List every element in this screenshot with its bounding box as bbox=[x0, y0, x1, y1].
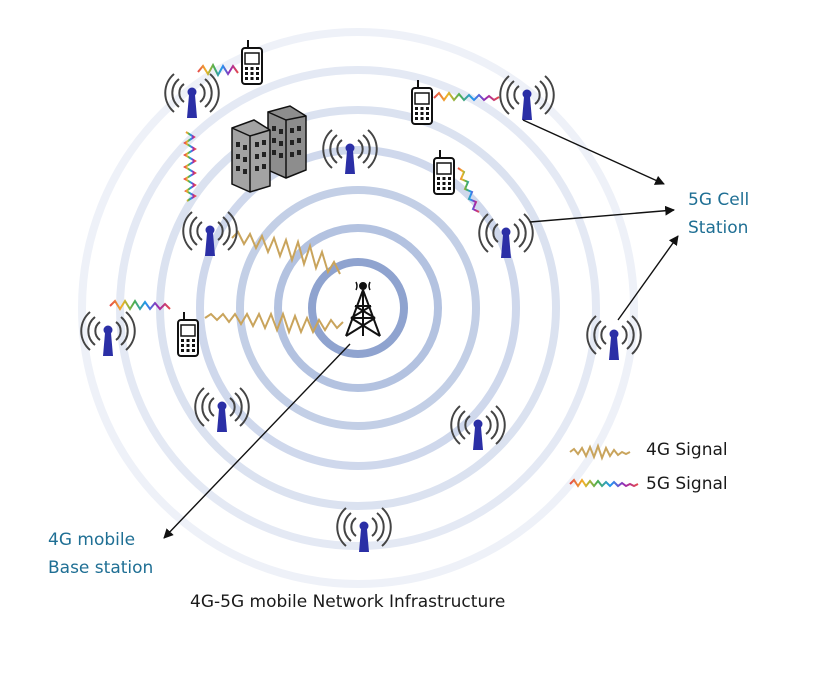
coverage-ring bbox=[308, 258, 408, 358]
4g-signal-wave bbox=[204, 311, 344, 335]
base-station-label: 4G mobile Base station bbox=[48, 526, 153, 582]
antenna-icon bbox=[322, 129, 378, 175]
base-station-label-line2: Base station bbox=[48, 558, 154, 578]
5g-signal-wave bbox=[433, 91, 500, 102]
legend-5g-swatch bbox=[569, 478, 639, 488]
pointer-arrows bbox=[163, 119, 679, 539]
5g-signal-wave bbox=[457, 167, 480, 213]
cell-station-label: 5G Cell Station bbox=[688, 186, 749, 242]
coverage-ring bbox=[196, 146, 520, 470]
mobile-phone-icon bbox=[433, 149, 455, 195]
4g-signal-waves bbox=[204, 230, 344, 335]
cell-tower-icon bbox=[345, 281, 381, 337]
legend-4g-swatch bbox=[569, 442, 631, 461]
antenna-icon bbox=[499, 75, 555, 121]
5g-signal-waves bbox=[109, 62, 500, 311]
coverage-ring bbox=[78, 28, 638, 588]
mobile-phone-icon bbox=[411, 79, 433, 125]
coverage-rings bbox=[78, 28, 638, 588]
antenna-icon bbox=[336, 507, 392, 553]
arrow-to-cell-station bbox=[529, 205, 675, 223]
base-station-label-line1: 4G mobile bbox=[48, 530, 136, 550]
coverage-ring bbox=[274, 224, 442, 392]
5g-signal-wave bbox=[183, 131, 197, 202]
arrow-to-base-station bbox=[163, 343, 351, 539]
5g-signal-wave bbox=[197, 62, 239, 78]
5g-signal-wave bbox=[109, 299, 171, 311]
arrow-to-cell-station bbox=[522, 119, 665, 185]
cell-station-label-line2: Station bbox=[688, 218, 749, 238]
legend-4g-label: 4G Signal bbox=[646, 440, 728, 460]
antenna-icon bbox=[164, 73, 220, 119]
diagram-caption: 4G-5G mobile Network Infrastructure bbox=[190, 592, 506, 612]
cell-station-label-line1: 5G Cell bbox=[688, 190, 750, 210]
legend-5g-label: 5G Signal bbox=[646, 474, 728, 494]
4g-signal-wave bbox=[231, 230, 341, 275]
arrow-to-cell-station bbox=[617, 235, 679, 321]
building-icon bbox=[231, 105, 307, 193]
mobile-phone-icon bbox=[177, 311, 199, 357]
antenna-icon bbox=[80, 311, 136, 357]
coverage-ring bbox=[236, 186, 480, 430]
